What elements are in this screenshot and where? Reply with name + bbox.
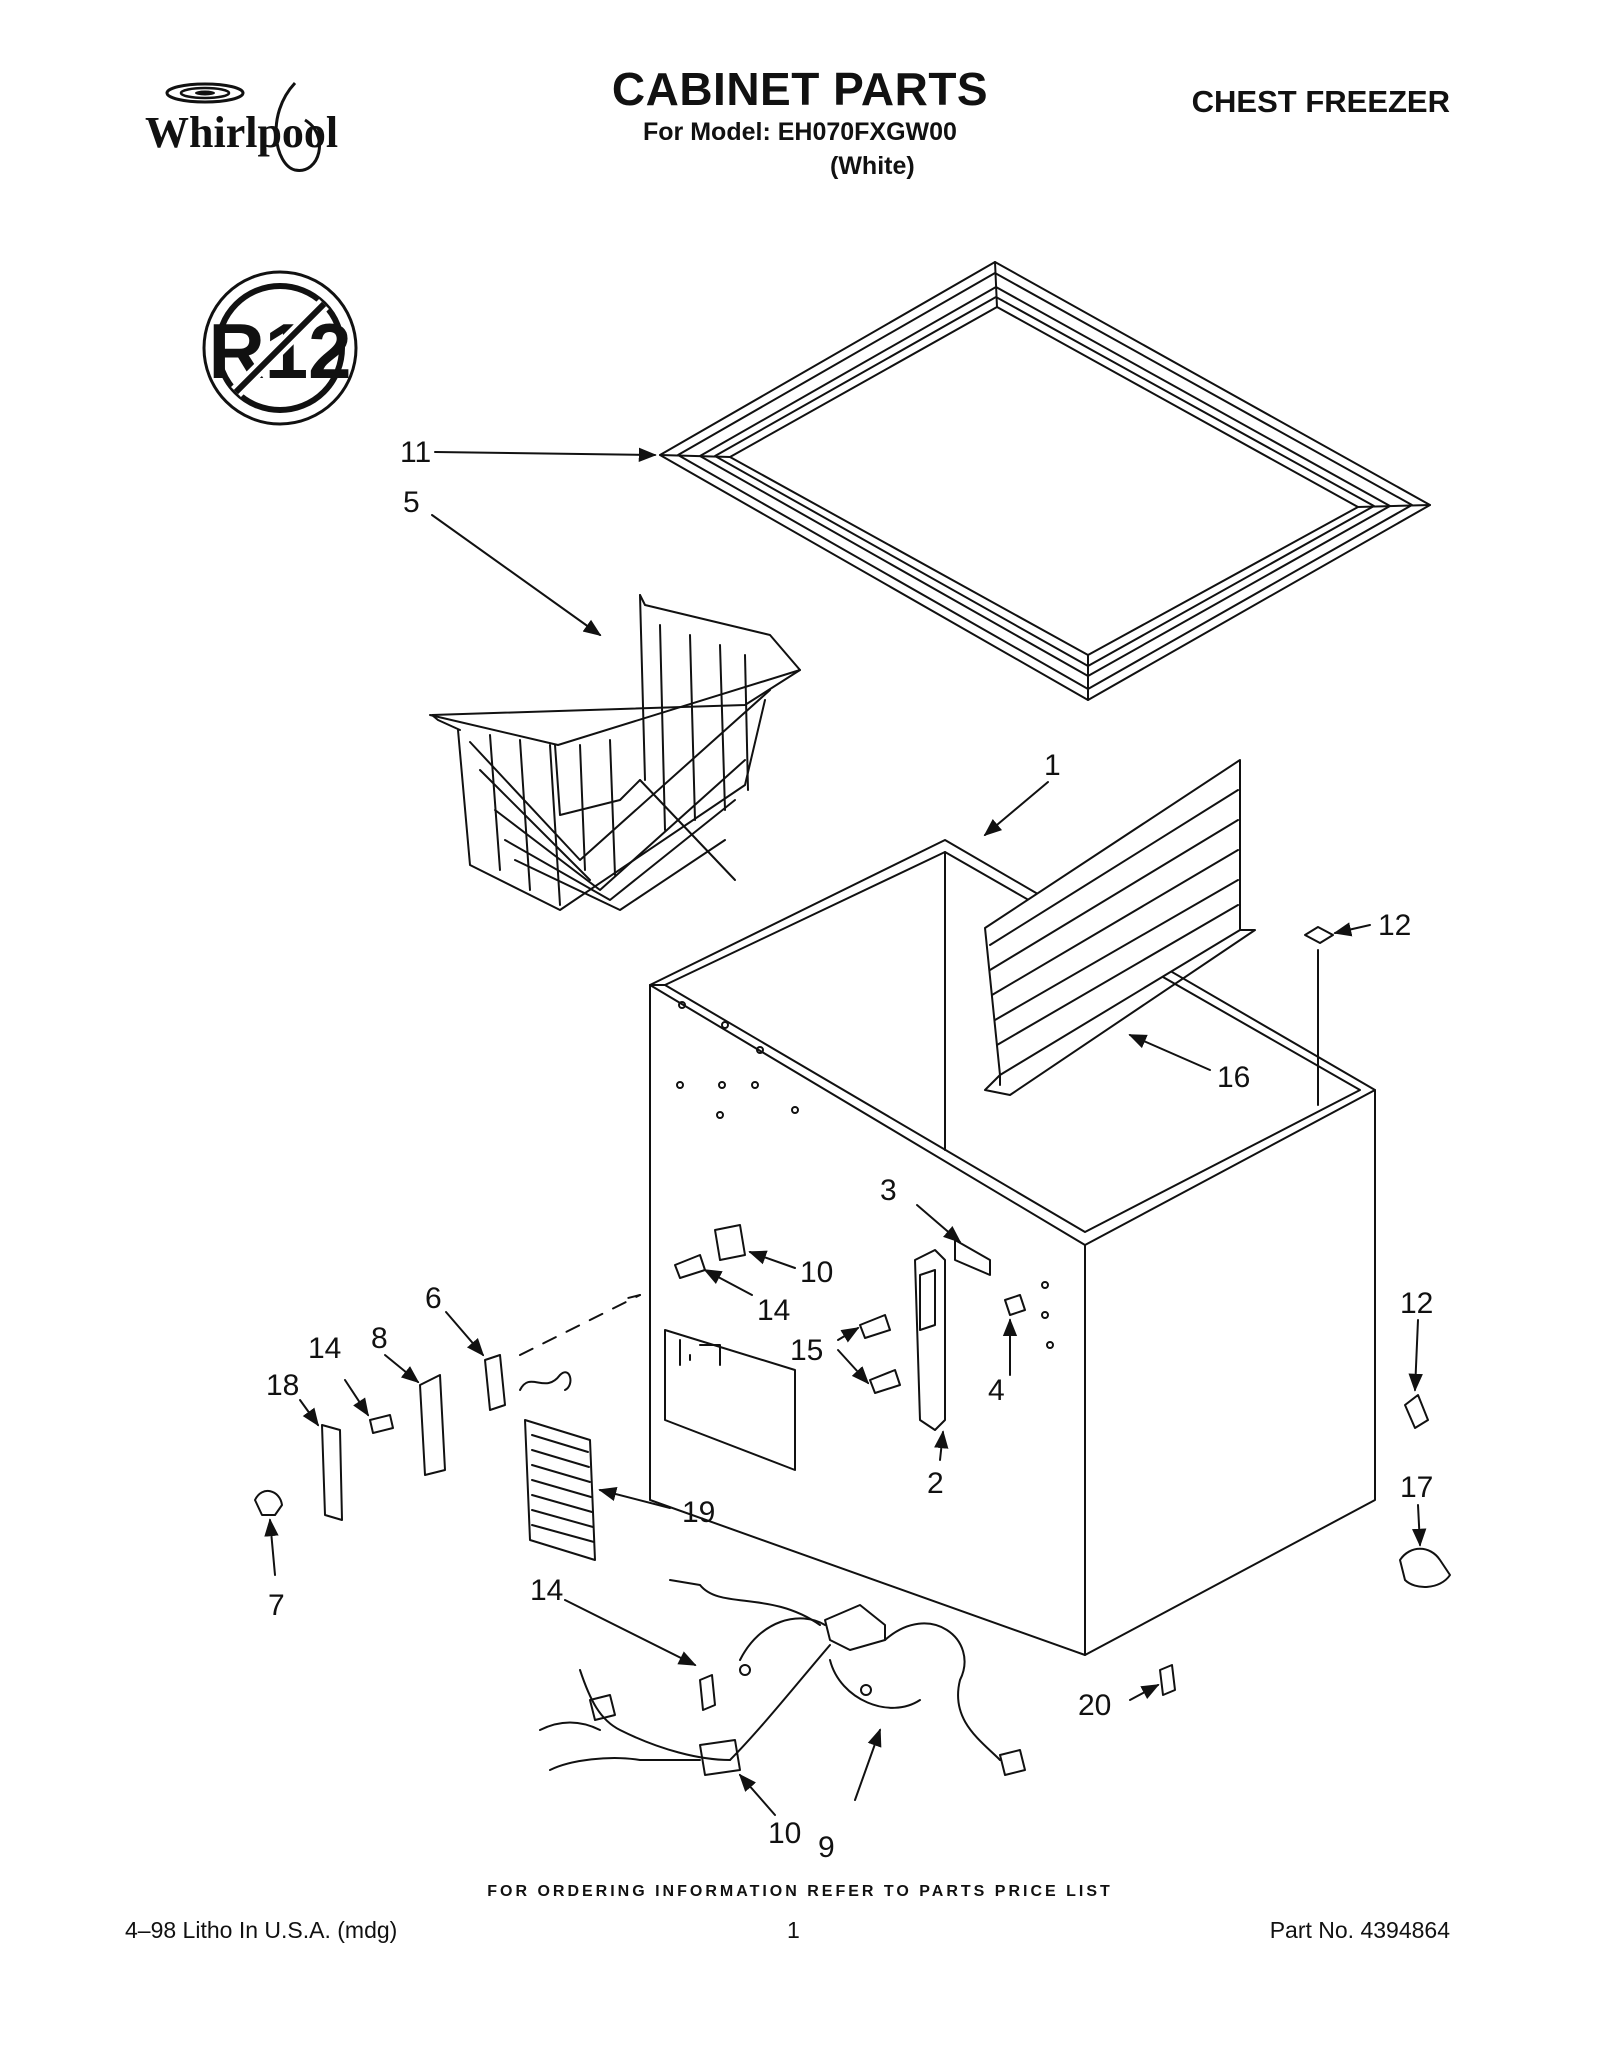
mounting-holes (676, 1001, 1054, 1349)
knob (254, 1490, 283, 1516)
leader-lines (264, 447, 1427, 1816)
callout-4: 4 (988, 1374, 1005, 1407)
callout-7: 7 (268, 1589, 285, 1622)
ordering-note: FOR ORDERING INFORMATION REFER TO PARTS … (487, 1883, 1113, 1900)
model-line: For Model: EH070FXGW00 (643, 118, 957, 146)
hinge (914, 1239, 1026, 1431)
callout-5: 5 (403, 486, 420, 519)
callout-12-side: 12 (1400, 1287, 1433, 1320)
callout-20: 20 (1078, 1689, 1111, 1722)
callout-12-top: 12 (1378, 909, 1411, 942)
whirlpool-logo: Whirlpool (145, 81, 338, 172)
callout-17: 17 (1400, 1471, 1433, 1504)
callout-2: 2 (927, 1467, 944, 1500)
label-plate (1304, 926, 1334, 944)
callout-10-lower: 10 (768, 1817, 801, 1850)
clamp-upper (714, 1224, 746, 1261)
drain-plug (1399, 1547, 1451, 1588)
page-number: 1 (787, 1917, 800, 1943)
callout-19: 19 (682, 1496, 715, 1529)
callout-16: 16 (1217, 1061, 1250, 1094)
label-plate-side (1404, 1394, 1429, 1429)
callout-6: 6 (425, 1282, 442, 1315)
divider (984, 759, 1256, 1096)
wiring-harness (539, 1579, 1026, 1776)
callout-3: 3 (880, 1174, 897, 1207)
print-info: 4–98 Litho In U.S.A. (mdg) (125, 1917, 398, 1943)
callout-10-upper: 10 (800, 1256, 833, 1289)
control-plate (419, 1374, 446, 1476)
cabinet (519, 839, 1376, 1656)
no-r12-badge: R12 (202, 270, 358, 426)
category-label: CHEST FREEZER (1191, 84, 1450, 119)
thermostat (484, 1354, 506, 1411)
part-number: Part No. 4394864 (1269, 1917, 1450, 1943)
page-title: CABINET PARTS (611, 63, 989, 115)
callout-14-lower: 14 (530, 1574, 563, 1607)
callout-14-upper: 14 (757, 1294, 790, 1327)
callout-11: 11 (400, 436, 431, 469)
svg-text:Whirlpool: Whirlpool (145, 108, 338, 157)
callout-18: 18 (266, 1369, 299, 1402)
clip (1159, 1664, 1176, 1696)
screws (369, 1254, 901, 1711)
temperature-label (321, 1424, 343, 1521)
callouts: 11 5 1 12 16 3 10 14 6 8 14 15 4 18 12 1… (266, 436, 1433, 1864)
color-line: (White) (830, 152, 915, 180)
wire-basket (429, 594, 801, 911)
grille (524, 1419, 596, 1561)
callout-9: 9 (818, 1831, 835, 1864)
callout-14-left: 14 (308, 1332, 341, 1365)
callout-1: 1 (1044, 749, 1061, 782)
lid-gasket (659, 261, 1431, 701)
callout-15: 15 (790, 1334, 823, 1367)
callout-8: 8 (371, 1322, 388, 1355)
